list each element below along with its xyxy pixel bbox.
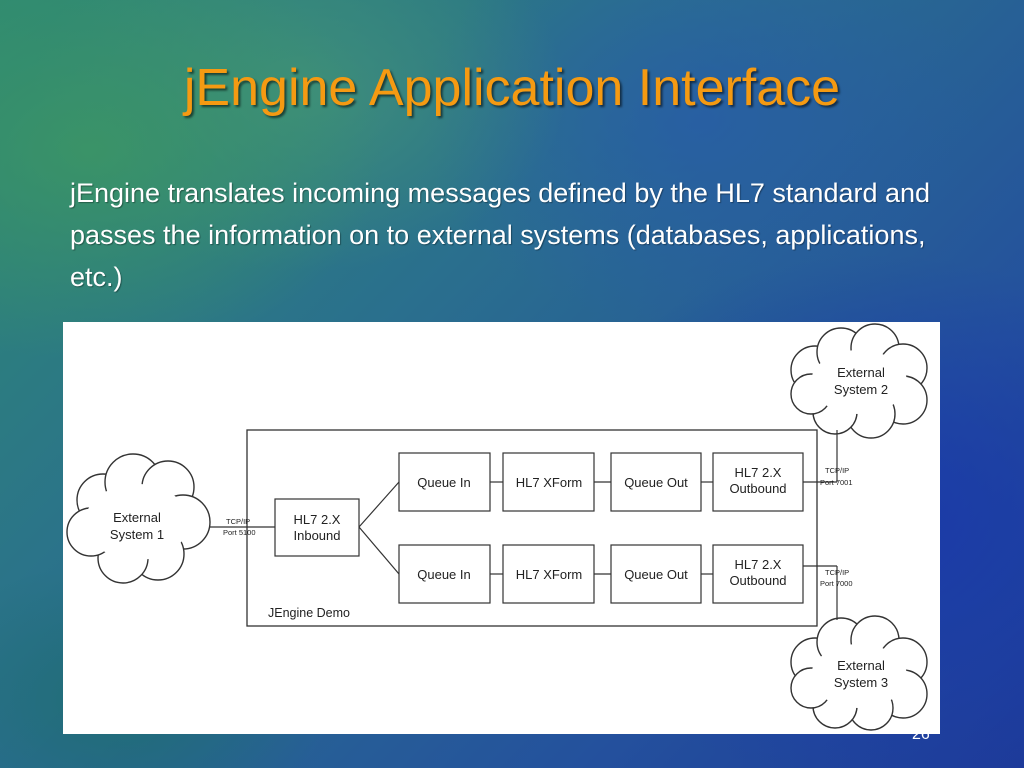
outbound-top-port-protocol: TCP/IP: [825, 466, 849, 475]
xform-box-top: [502, 452, 595, 512]
pipeline-top: Queue In HL7 XForm Queue Out HL7 2.X Out…: [398, 452, 804, 512]
queue-in-label-top: Queue In: [417, 475, 471, 490]
queue-out-label-top: Queue Out: [624, 475, 688, 490]
external-system-1-line1: External: [113, 510, 161, 525]
fork-line-bottom: [358, 526, 400, 575]
hl7-inbound-line2: Inbound: [294, 528, 341, 543]
queue-out-label-bottom: Queue Out: [624, 567, 688, 582]
pipeline-bottom: Queue In HL7 XForm Queue Out HL7 2.X Out…: [398, 544, 804, 604]
external-system-2-line2: System 2: [834, 382, 888, 397]
jengine-demo-container: [246, 429, 818, 627]
queue-in-label-bottom: Queue In: [417, 567, 471, 582]
hl7-inbound-box: [274, 498, 360, 557]
external-system-3-cloud: [790, 615, 928, 731]
external-system-2-line1: External: [837, 365, 885, 380]
xform-label-top: HL7 XForm: [516, 475, 582, 490]
architecture-diagram: JEngine Demo External System 1 External …: [63, 322, 940, 734]
external-system-3-line1: External: [837, 658, 885, 673]
hl7-outbound-top-line2: Outbound: [729, 481, 786, 496]
slide-title: jEngine Application Interface: [183, 59, 841, 117]
inbound-port-protocol: TCP/IP: [226, 517, 250, 526]
outbound-top-port-number: Port 7001: [820, 478, 853, 487]
hl7-outbound-box-top: [712, 452, 804, 512]
queue-out-box-bottom: [610, 544, 702, 604]
external-system-1-cloud: [66, 453, 211, 584]
slide-body-text: jEngine translates incoming messages def…: [70, 178, 931, 292]
xform-box-bottom: [502, 544, 595, 604]
xform-label-bottom: HL7 XForm: [516, 567, 582, 582]
hl7-outbound-bottom-line2: Outbound: [729, 573, 786, 588]
external-system-3-line2: System 3: [834, 675, 888, 690]
outbound-bottom-port-number: Port 7000: [820, 579, 853, 588]
page-number: 26: [912, 726, 930, 743]
external-system-2-cloud: [790, 323, 928, 439]
hl7-inbound-line1: HL7 2.X: [294, 512, 341, 527]
hl7-outbound-box-bottom: [712, 544, 804, 604]
external-system-1-line2: System 1: [110, 527, 164, 542]
fork-line-top: [358, 481, 400, 528]
jengine-demo-label: JEngine Demo: [268, 606, 350, 620]
hl7-outbound-top-line1: HL7 2.X: [735, 465, 782, 480]
inbound-port-number: Port 5100: [223, 528, 256, 537]
outbound-bottom-port-protocol: TCP/IP: [825, 568, 849, 577]
hl7-outbound-bottom-line1: HL7 2.X: [735, 557, 782, 572]
diagram-canvas: JEngine Demo External System 1 External …: [66, 323, 928, 731]
